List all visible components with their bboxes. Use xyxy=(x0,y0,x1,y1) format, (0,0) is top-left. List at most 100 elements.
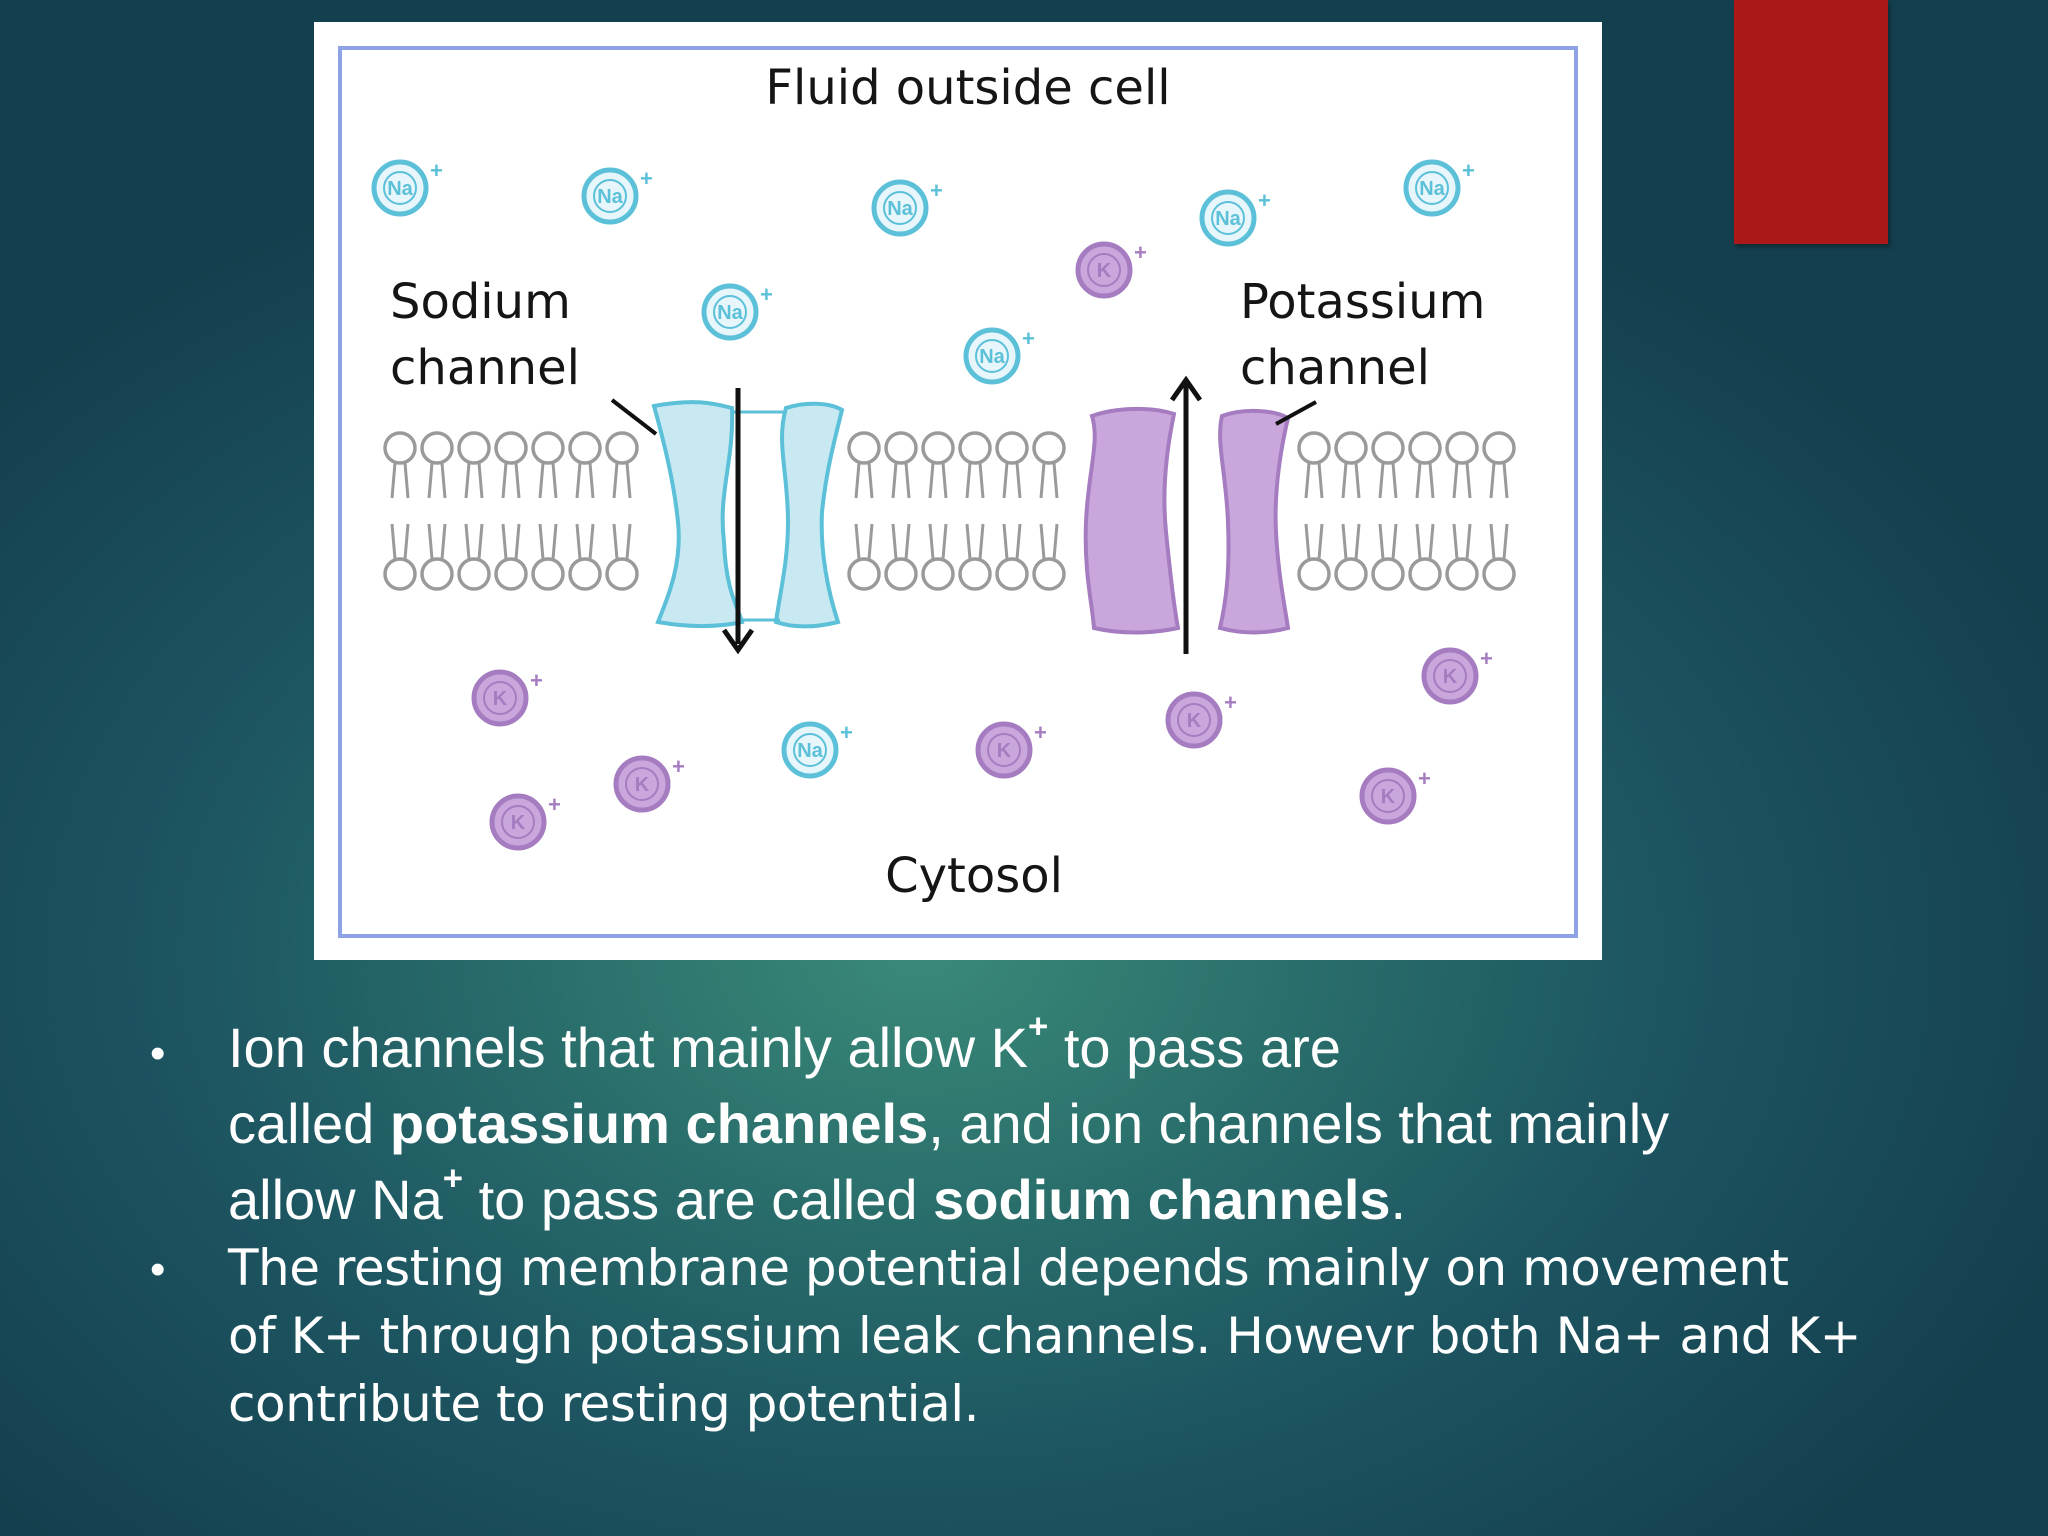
lipid-molecule xyxy=(847,523,881,591)
bullet-text-part: to pass are xyxy=(1048,1016,1341,1079)
sodium-ion: Na + xyxy=(701,282,773,341)
lipid-molecule xyxy=(568,431,602,499)
lipid-molecule xyxy=(457,431,491,499)
ion-charge: + xyxy=(430,158,443,183)
potassium-ion: K+ xyxy=(1421,646,1493,705)
lipid-molecule xyxy=(884,523,918,591)
lipid-molecule xyxy=(1334,523,1368,591)
ion-charge: + xyxy=(1034,720,1047,745)
bullet-line: of K+ through potassium leak channels. H… xyxy=(228,1307,1862,1365)
bullet-text-part: to pass are called xyxy=(463,1168,934,1231)
sodium-label-line2: channel xyxy=(390,340,580,396)
sodium-ion: Na + xyxy=(781,720,853,779)
lipid-molecule xyxy=(1445,523,1479,591)
ion-symbol: K xyxy=(997,740,1012,762)
ion-charge: + xyxy=(1134,240,1147,265)
lipid-molecule xyxy=(958,523,992,591)
ion-symbol: K xyxy=(1443,666,1458,688)
lipid-molecule xyxy=(1482,523,1516,591)
lipid-molecule xyxy=(383,431,417,499)
lipid-molecule xyxy=(847,431,881,499)
lipid-molecule xyxy=(1371,523,1405,591)
ion-charge: + xyxy=(1418,766,1431,791)
lipid-molecule xyxy=(1334,431,1368,499)
potassium-ion: K+ xyxy=(471,668,543,727)
sodium-channel xyxy=(651,400,845,629)
bullet-text-part: . xyxy=(1390,1168,1407,1231)
lipid-molecule xyxy=(995,431,1029,499)
na-charge-superscript: + xyxy=(442,1159,464,1198)
ion-symbol: Na xyxy=(979,346,1005,368)
ion-symbol: K xyxy=(1381,786,1396,808)
lipid-molecule xyxy=(457,523,491,591)
lipid-molecule xyxy=(921,431,955,499)
sodium-pointer-line xyxy=(610,398,658,436)
ion-charge: + xyxy=(640,166,653,191)
lipid-molecule xyxy=(1297,523,1331,591)
ion-symbol: Na xyxy=(1419,178,1445,200)
bullet-text-part: Ion channels that mainly allow K xyxy=(228,1016,1028,1079)
lipid-molecule xyxy=(958,431,992,499)
bullet-resting-potential: • The resting membrane potential depends… xyxy=(140,1234,1990,1438)
ion-symbol: Na xyxy=(387,178,413,200)
lipid-molecule xyxy=(605,523,639,591)
potassium-ion: K+ xyxy=(975,720,1047,779)
ion-symbol: K xyxy=(1187,710,1202,732)
ion-charge: + xyxy=(1224,690,1237,715)
ion-symbol: K xyxy=(1097,260,1112,282)
ion-charge: + xyxy=(530,668,543,693)
lipid-molecule xyxy=(568,523,602,591)
lipid-molecule xyxy=(1408,431,1442,499)
lipid-molecule xyxy=(1445,431,1479,499)
potassium-outward-arrow xyxy=(1169,375,1203,654)
sodium-ion: Na + xyxy=(581,166,653,225)
ion-charge: + xyxy=(548,792,561,817)
potassium-channel xyxy=(1083,406,1291,635)
bullet-line: contribute to resting potential. xyxy=(228,1375,980,1433)
sodium-inward-arrow xyxy=(721,388,755,655)
lipid-molecule xyxy=(921,523,955,591)
lipid-molecule xyxy=(1032,523,1066,591)
ion-charge: + xyxy=(1258,188,1271,213)
lipid-molecule xyxy=(884,431,918,499)
sodium-ion: Na+ xyxy=(1403,158,1475,217)
bullet-text-part: called xyxy=(228,1092,390,1155)
bullet-list: • Ion channels that mainly allow K+ to p… xyxy=(140,1007,1990,1438)
lipid-molecule xyxy=(494,523,528,591)
sodium-ion: Na + xyxy=(371,158,443,217)
ion-charge: + xyxy=(840,720,853,745)
bullet-marker: • xyxy=(150,1245,166,1294)
ion-symbol: K xyxy=(493,688,508,710)
lipid-molecule xyxy=(531,523,565,591)
lipid-molecule xyxy=(420,431,454,499)
ion-charge: + xyxy=(760,282,773,307)
k-charge-superscript: + xyxy=(1028,1007,1049,1046)
lipid-molecule xyxy=(1032,431,1066,499)
potassium-label-line2: channel xyxy=(1240,340,1430,396)
ion-symbol: K xyxy=(511,812,526,834)
ion-charge: + xyxy=(930,178,943,203)
ion-symbol: Na xyxy=(1215,208,1241,230)
ion-symbol: Na xyxy=(717,302,743,324)
potassium-ion: K+ xyxy=(1075,240,1147,299)
bullet-text-part: , and ion channels that mainly xyxy=(928,1092,1670,1155)
sodium-channels-term: sodium channels xyxy=(933,1168,1391,1231)
potassium-label-line1: Potassium xyxy=(1240,274,1485,330)
potassium-pointer-line xyxy=(1275,400,1317,426)
ion-symbol: Na xyxy=(797,740,823,762)
lipid-molecule xyxy=(1408,523,1442,591)
bullet-ion-channels: • Ion channels that mainly allow K+ to p… xyxy=(140,1007,1990,1238)
cytosol-label: Cytosol xyxy=(885,848,1063,904)
lipid-molecule xyxy=(531,431,565,499)
lipid-molecule xyxy=(995,523,1029,591)
bullet-line: The resting membrane potential depends m… xyxy=(228,1239,1789,1297)
potassium-ion: K+ xyxy=(489,792,561,851)
lipid-molecule xyxy=(1371,431,1405,499)
diagram-canvas: Fluid outside cell Sodium channel Potass… xyxy=(338,46,1578,938)
lipid-molecule xyxy=(605,431,639,499)
ion-symbol: K xyxy=(635,774,650,796)
ion-charge: + xyxy=(1480,646,1493,671)
ion-charge: + xyxy=(1022,326,1035,351)
sodium-ion: Na+ xyxy=(871,178,943,237)
ion-symbol: Na xyxy=(597,186,623,208)
